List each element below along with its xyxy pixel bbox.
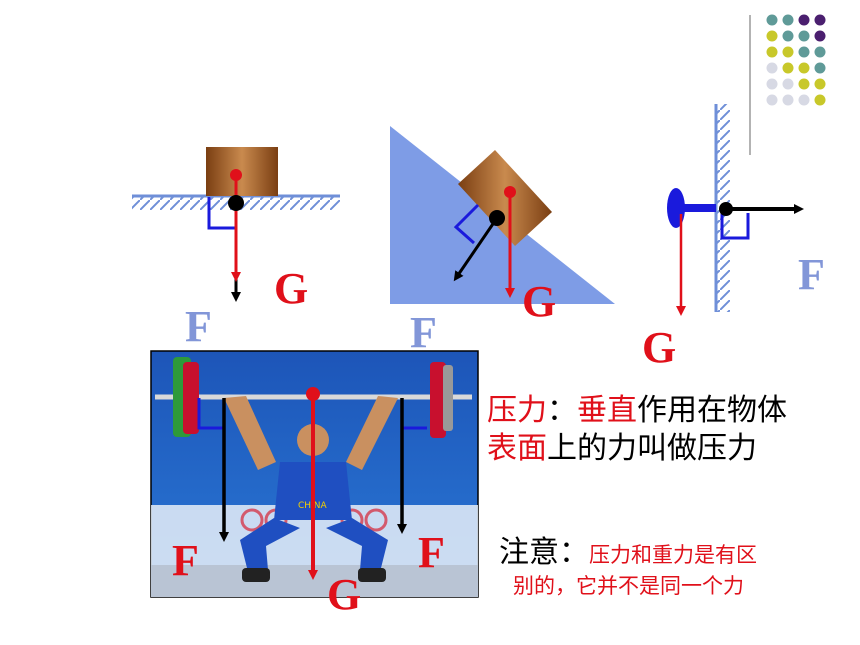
right-angle-mark <box>207 197 236 230</box>
note-text-line-2: 别的，它并不是同一个力 <box>513 574 744 598</box>
weightlifter-photo: CHINA <box>150 350 479 598</box>
gravity-label: G <box>274 264 308 313</box>
gravity-label: G <box>522 277 556 326</box>
decorative-dot <box>814 94 826 106</box>
center-of-mass-dot <box>230 169 242 181</box>
definition-black-1: 作用在物体 <box>637 393 787 428</box>
decorative-dot <box>798 30 810 42</box>
note: 注意：压力和重力是有区 别的，它并不是同一个力 <box>499 527 849 602</box>
block <box>458 150 552 246</box>
definition-black-2: 上的力叫做压力 <box>547 431 757 466</box>
decorative-dot <box>798 94 810 106</box>
contact-point-dot <box>719 202 733 216</box>
barbell-plate-right <box>430 362 446 438</box>
photo-pressure-label-right: F <box>418 528 445 577</box>
diagram-vertical-wall: F G <box>642 104 825 372</box>
decorative-dot <box>814 30 826 42</box>
contact-point-dot <box>228 195 244 211</box>
right-angle-mark <box>720 213 750 240</box>
definition-term: 压力 <box>487 393 547 428</box>
pressure-label: F <box>798 250 825 299</box>
right-angle-mark <box>453 203 480 245</box>
decorative-dot <box>782 78 794 90</box>
decorative-dot <box>782 46 794 58</box>
photo-gravity-label: G <box>327 570 361 619</box>
gravity-label: G <box>642 323 676 372</box>
decorative-dot <box>766 78 778 90</box>
right-angle-mark-left <box>197 398 223 430</box>
decorative-dot <box>766 62 778 74</box>
decorative-dot <box>766 46 778 58</box>
decorative-dot <box>766 94 778 106</box>
decorative-dot-grid <box>749 14 826 155</box>
diagram-horizontal-ground: G F <box>132 147 340 351</box>
decorative-dot <box>782 14 794 26</box>
contact-point-dot <box>489 210 505 226</box>
definition-red-2: 表面 <box>487 431 547 466</box>
center-of-mass-dot <box>306 387 320 401</box>
decorative-dot <box>798 62 810 74</box>
pressure-label: F <box>185 302 212 351</box>
definition-red-1: 垂直 <box>577 393 637 428</box>
pressure-arrow <box>453 217 499 282</box>
center-of-mass-dot <box>504 186 516 198</box>
note-text-line-1: 压力和重力是有区 <box>589 543 757 567</box>
block <box>206 147 278 196</box>
decorative-dot <box>798 78 810 90</box>
decorative-dot <box>814 14 826 26</box>
pressure-label: F <box>410 308 437 357</box>
decorative-dot <box>798 14 810 26</box>
decorative-dot <box>766 14 778 26</box>
decorative-dot <box>782 30 794 42</box>
decorative-dot <box>782 94 794 106</box>
definition-text: 压力：垂直作用在物体 表面上的力叫做压力 <box>487 392 857 468</box>
decorative-dot <box>798 46 810 58</box>
note-title: 注意： <box>499 535 589 570</box>
decorative-dot <box>814 78 826 90</box>
definition-colon: ： <box>547 393 577 428</box>
decorative-dot <box>814 46 826 58</box>
diagram-incline: G F <box>390 126 615 357</box>
decorative-dot <box>766 30 778 42</box>
photo-pressure-label-left: F <box>172 536 199 585</box>
decorative-dot <box>782 62 794 74</box>
decorative-dot <box>814 62 826 74</box>
